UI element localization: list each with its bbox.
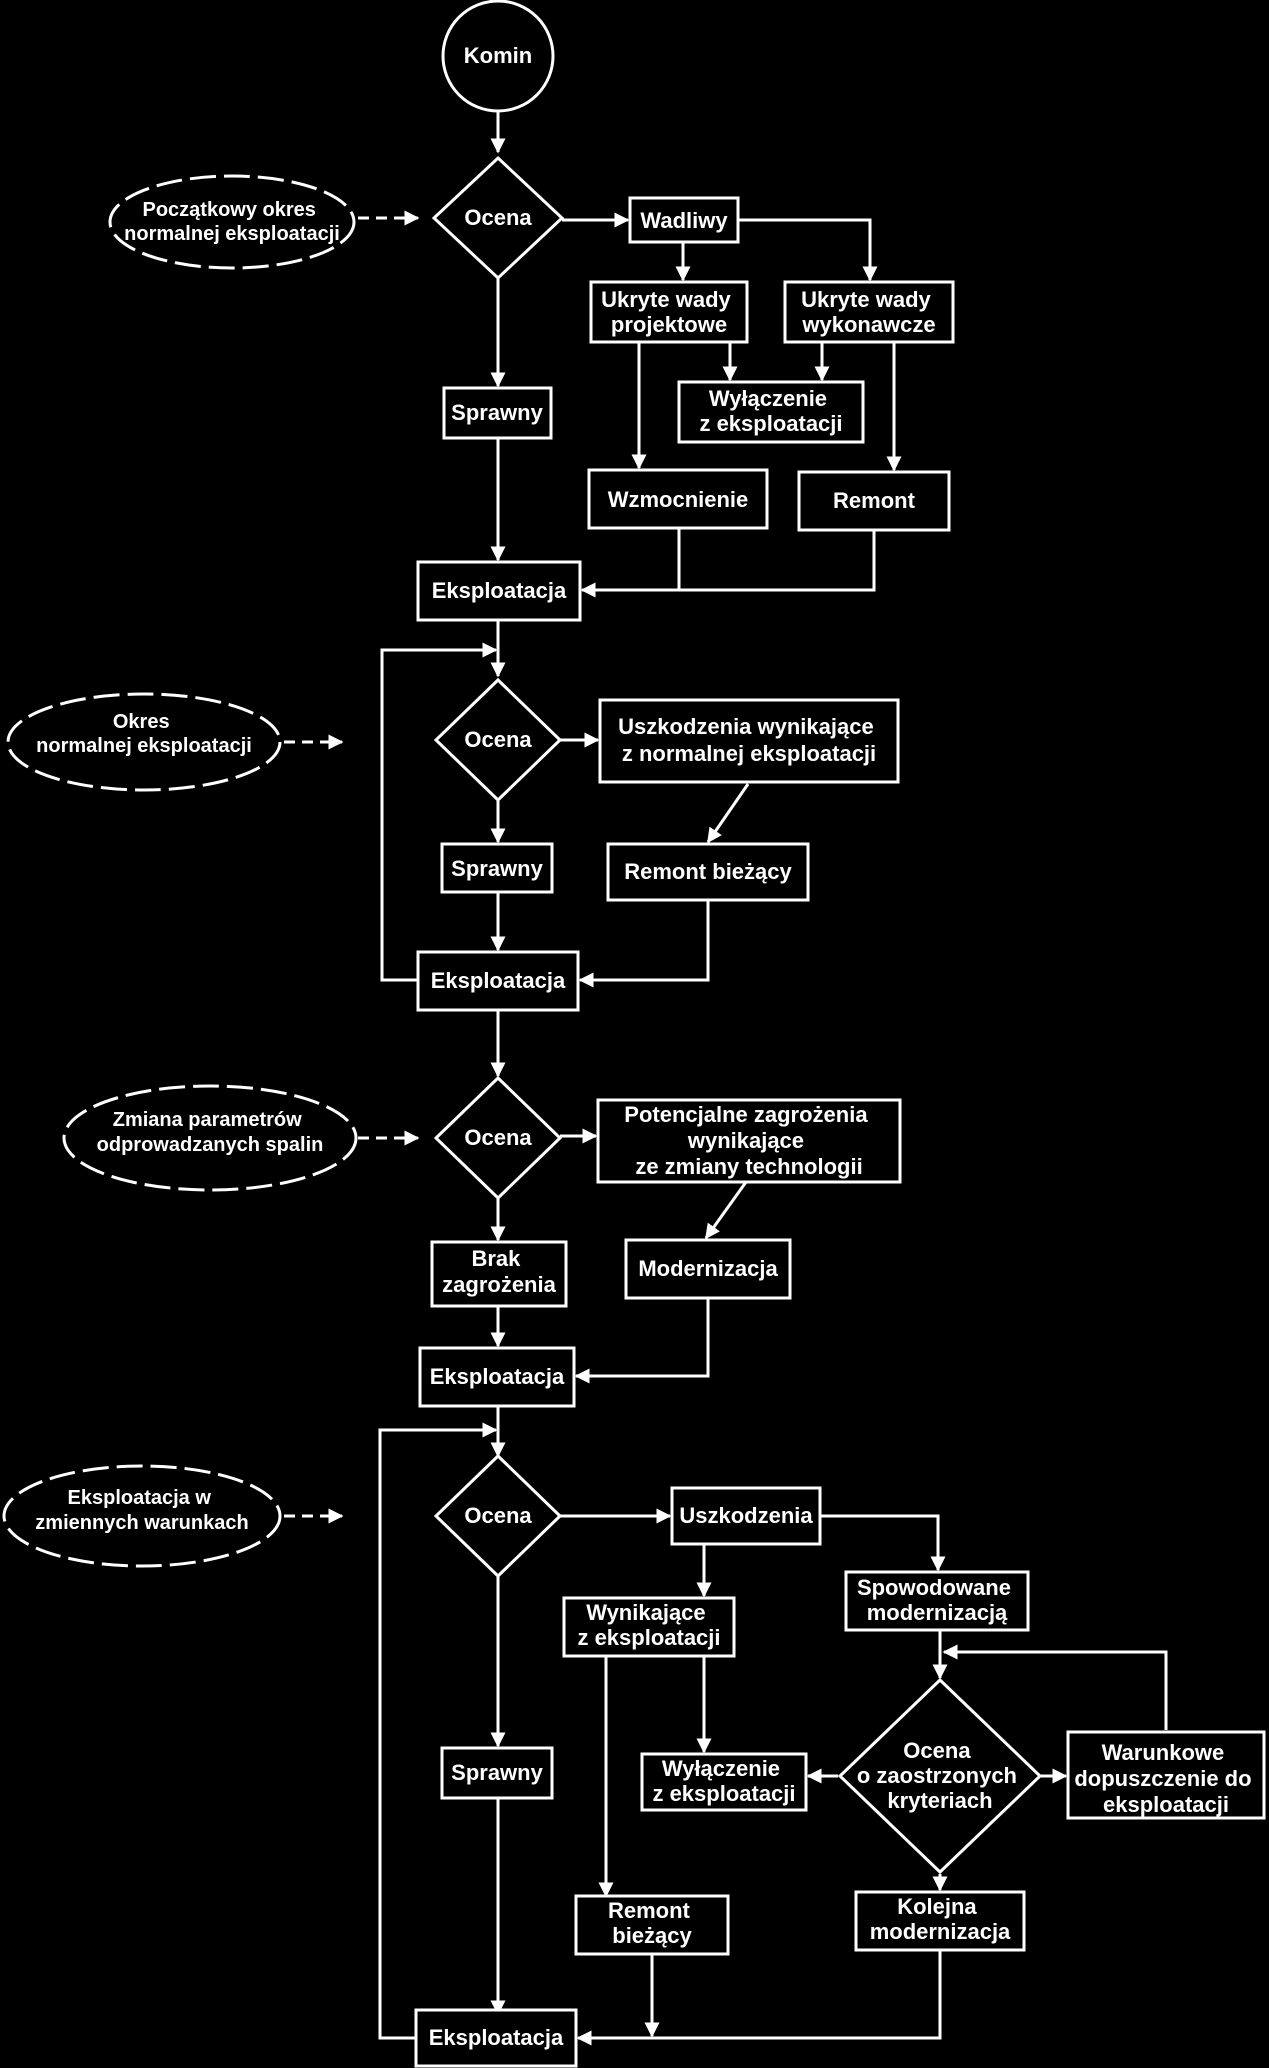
node-wynikajace[interactable]: Wynikające z eksploatacji (562, 1596, 736, 1658)
node-eksploatacja-1-label: Eksploatacja (432, 578, 567, 603)
node-wylaczenie-4[interactable]: Wyłączenie z eksploatacji (640, 1752, 808, 1812)
node-ocena-4[interactable]: Ocena (433, 1453, 563, 1579)
node-wylaczenie-1-label: Wyłączenie z eksploatacji (699, 386, 842, 436)
node-sprawny-2-label: Sprawny (451, 856, 543, 881)
node-oval-zmiana[interactable]: Zmiana parametrów odprowadzanych spalin (62, 1084, 358, 1192)
node-ocena-zaostrzone-label: Ocena o zaostrzonych kryteriach (857, 1738, 1023, 1813)
node-sprawny-4[interactable]: Sprawny (440, 1746, 554, 1800)
node-ocena-2[interactable]: Ocena (433, 677, 563, 803)
node-ocena-zaostrzone[interactable]: Ocena o zaostrzonych kryteriach (837, 1677, 1043, 1875)
node-uszkodzenia-normalne[interactable]: Uszkodzenia wynikające z normalnej ekspl… (598, 698, 900, 784)
node-sprawny-1[interactable]: Sprawny (442, 386, 553, 440)
node-uszkodzenia-normalne-label: Uszkodzenia wynikające z normalnej ekspl… (618, 714, 880, 766)
node-ukryte-wykonawcze-label: Ukryte wady wykonawcze (801, 287, 937, 337)
node-eksploatacja-3[interactable]: Eksploatacja (418, 1346, 576, 1408)
node-wzmocnienie[interactable]: Wzmocnienie (587, 468, 769, 530)
node-ocena-3-label: Ocena (464, 1125, 532, 1150)
node-modernizacja[interactable]: Modernizacja (624, 1238, 792, 1300)
edge-warunkowe-loop (942, 1644, 1168, 1730)
node-spowodowane[interactable]: Spowodowane modernizacją (844, 1570, 1030, 1632)
edge-remont2-eksploatacja2 (578, 900, 710, 988)
node-sprawny-1-label: Sprawny (451, 400, 543, 425)
node-ocena-2-label: Ocena (464, 727, 532, 752)
node-modernizacja-label: Modernizacja (638, 1256, 778, 1281)
node-komin-label: Komin (464, 43, 532, 68)
node-oval-zmiana-label: Zmiana parametrów odprowadzanych spalin (97, 1109, 324, 1156)
node-ocena-4-label: Ocena (464, 1503, 532, 1528)
node-ocena-3[interactable]: Ocena (433, 1075, 563, 1201)
edge-loop4 (378, 1422, 498, 2040)
node-sprawny-2[interactable]: Sprawny (440, 842, 554, 894)
node-wadliwy-label: Wadliwy (640, 208, 728, 233)
node-wylaczenie-1[interactable]: Wyłączenie z eksploatacji (677, 380, 865, 444)
edge-kolejna-eksploatacja4 (576, 1950, 942, 2046)
edge-uszkodzenia2-remont2 (706, 783, 750, 844)
node-oval-zmienne-warunki[interactable]: Eksploatacja w zmiennych warunkach (2, 1464, 282, 1568)
node-sprawny-4-label: Sprawny (451, 1760, 543, 1785)
node-wzmocnienie-label: Wzmocnienie (608, 487, 749, 512)
node-oval-poczatkowy-label: Początkowy okres normalnej eksploatacji (124, 199, 340, 245)
edge-uszkodzenia4-spowodowane (820, 1514, 946, 1572)
node-oval-okres[interactable]: Okres normalnej eksploatacji (6, 692, 282, 792)
connectors (284, 112, 1168, 2046)
node-warunkowe-dopuszczenie[interactable]: Warunkowe dopuszczenie do eksploatacji (1066, 1730, 1266, 1820)
node-ukryte-wykonawcze[interactable]: Ukryte wady wykonawcze (783, 280, 955, 344)
node-brak-zagrozenia[interactable]: Brak zagrożenia (430, 1240, 568, 1308)
edge-remont-eksploatacja1 (580, 530, 876, 598)
node-eksploatacja-1[interactable]: Eksploatacja (416, 560, 582, 622)
node-eksploatacja-2[interactable]: Eksploatacja (416, 950, 580, 1012)
node-warunkowe-dopuszczenie-label: Warunkowe dopuszczenie do eksploatacji (1074, 1740, 1257, 1817)
edge-wadliwy-ukrytewyk (738, 218, 878, 282)
node-kolejna-modernizacja[interactable]: Kolejna modernizacja (854, 1890, 1026, 1952)
node-spowodowane-label: Spowodowane modernizacją (857, 1575, 1017, 1625)
node-brak-zagrozenia-label: Brak zagrożenia (442, 1246, 556, 1297)
node-oval-zmienne-warunki-label: Eksploatacja w zmiennych warunkach (35, 1487, 248, 1534)
node-wylaczenie-4-label: Wyłączenie z eksploatacji (652, 1756, 795, 1806)
node-eksploatacja-3-label: Eksploatacja (430, 1364, 565, 1389)
node-uszkodzenia-4-label: Uszkodzenia (679, 1503, 813, 1528)
node-oval-okres-label: Okres normalnej eksploatacji (36, 711, 252, 757)
node-remont-biezacy-2[interactable]: Remont bieżący (606, 842, 810, 902)
node-eksploatacja-2-label: Eksploatacja (431, 968, 566, 993)
node-ocena-1-label: Ocena (464, 205, 532, 230)
node-komin[interactable]: Komin (441, 0, 555, 113)
node-potencjalne-zagrozenia-label: Potencjalne zagrożenia wynikające ze zmi… (624, 1102, 873, 1179)
node-remont-biezacy-4-label: Remont bieżący (608, 1898, 696, 1948)
node-ukryte-projektowe-label: Ukryte wady projektowe (601, 287, 737, 337)
node-wynikajace-label: Wynikające z eksploatacji (577, 1600, 720, 1650)
node-potencjalne-zagrozenia[interactable]: Potencjalne zagrożenia wynikające ze zmi… (596, 1098, 902, 1184)
node-remont[interactable]: Remont (797, 470, 951, 532)
node-eksploatacja-4-label: Eksploatacja (429, 2025, 564, 2050)
node-remont-label: Remont (833, 488, 916, 513)
edge-modernizacja-eksploatacja3 (574, 1298, 710, 1384)
node-remont-biezacy-2-label: Remont bieżący (624, 859, 792, 884)
node-ukryte-projektowe[interactable]: Ukryte wady projektowe (589, 280, 749, 344)
node-oval-poczatkowy[interactable]: Początkowy okres normalnej eksploatacji (108, 174, 356, 270)
node-uszkodzenia-4[interactable]: Uszkodzenia (670, 1486, 822, 1546)
node-wadliwy[interactable]: Wadliwy (628, 196, 740, 244)
node-remont-biezacy-4[interactable]: Remont bieżący (574, 1894, 730, 1956)
edge-loop2 (380, 642, 498, 982)
edge-potencjalne-modernizacja (704, 1181, 748, 1240)
node-ocena-1[interactable]: Ocena (431, 155, 565, 281)
node-kolejna-modernizacja-label: Kolejna modernizacja (870, 1894, 1011, 1944)
node-eksploatacja-4[interactable]: Eksploatacja (414, 2008, 578, 2068)
